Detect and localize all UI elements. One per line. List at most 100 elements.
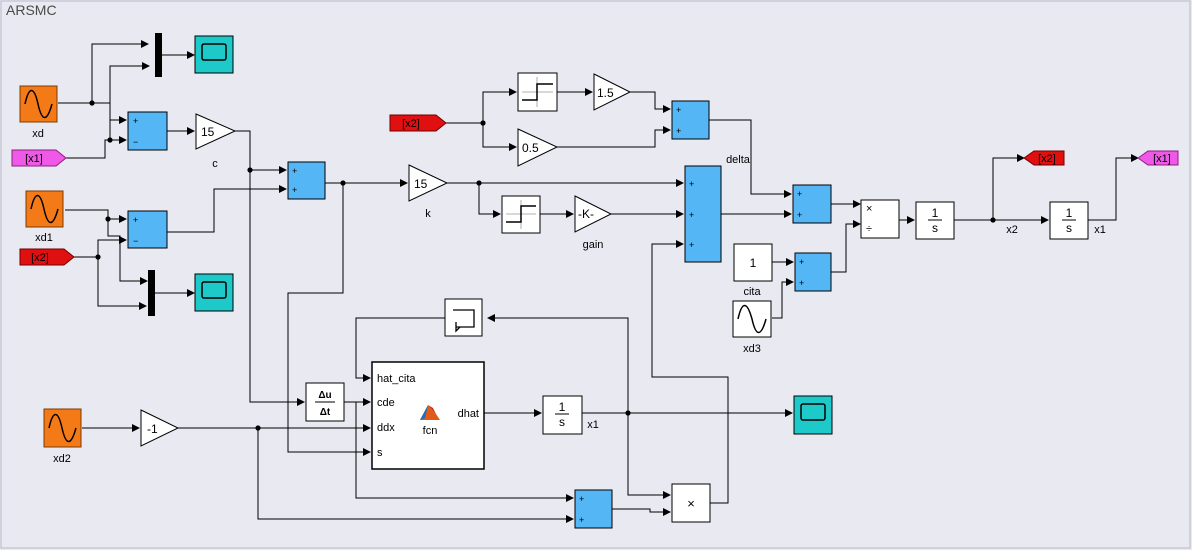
fcn-port-dhat: dhat — [458, 408, 479, 420]
fcn-port-cde: cde — [377, 397, 395, 409]
const-cita[interactable]: 1 — [733, 243, 773, 282]
label-xd1: xd1 — [35, 232, 53, 244]
from-tag-x2-top[interactable]: [x2] — [389, 114, 447, 132]
sum-delta[interactable]: + + — [671, 100, 710, 140]
gain-1-5[interactable]: 1.5 — [593, 73, 632, 111]
svg-text:+: + — [133, 116, 138, 126]
mux-1[interactable] — [155, 33, 162, 77]
svg-text:×: × — [687, 496, 695, 511]
fcn-name: fcn — [423, 425, 438, 437]
scope-1[interactable] — [194, 35, 234, 74]
from-tag-x2-left[interactable]: [x2] — [19, 248, 75, 266]
gain-c[interactable]: 15 — [195, 113, 237, 150]
label-xd: xd — [32, 128, 44, 140]
sign-block-top[interactable] — [517, 72, 558, 112]
label-xd2: xd2 — [53, 453, 71, 465]
svg-text:1.5: 1.5 — [597, 86, 614, 100]
label-gain: gain — [583, 239, 604, 251]
svg-text:[x2]: [x2] — [1038, 153, 1056, 165]
sum-6[interactable]: + + — [574, 489, 613, 529]
gain-k[interactable]: 15 — [408, 164, 449, 202]
scope-2[interactable] — [194, 273, 234, 312]
svg-text:s: s — [559, 415, 565, 429]
svg-text:+: + — [797, 189, 802, 199]
integrator-x1[interactable]: 1 s — [1049, 201, 1089, 240]
sine-source-xd[interactable] — [19, 85, 58, 123]
sum-1[interactable]: + − — [127, 111, 168, 151]
label-k: k — [425, 208, 431, 220]
sine-source-xd2[interactable] — [43, 408, 82, 448]
matlab-function-block[interactable]: hat_cita cde ddx s dhat fcn — [371, 361, 485, 470]
from-tag-x1[interactable]: [x1] — [11, 149, 67, 167]
svg-text:×: × — [866, 203, 872, 215]
svg-text:+: + — [797, 210, 802, 220]
svg-text:+: + — [689, 240, 694, 250]
svg-text:s: s — [932, 221, 938, 235]
svg-text:−: − — [133, 236, 138, 246]
sum-cita[interactable]: + + — [794, 252, 832, 292]
svg-text:+: + — [292, 185, 297, 195]
svg-text:+: + — [292, 166, 297, 176]
fcn-port-s: s — [377, 447, 383, 459]
sum-5[interactable]: + + — [792, 184, 832, 224]
svg-text:s: s — [1066, 221, 1072, 235]
sum-control[interactable]: + + + — [684, 165, 722, 263]
mux-2[interactable] — [148, 270, 155, 316]
const-0-5[interactable]: 0.5 — [517, 128, 559, 167]
derivative-block[interactable]: Δu Δt — [305, 382, 345, 422]
label-c: c — [212, 158, 218, 170]
svg-text:-K-: -K- — [578, 207, 594, 221]
model-title: ARSMC — [6, 2, 57, 18]
matlab-logo-icon — [420, 405, 440, 420]
sum-2[interactable]: + − — [127, 210, 168, 249]
svg-text:+: + — [676, 105, 681, 115]
svg-text:+: + — [689, 210, 694, 220]
svg-text:+: + — [799, 257, 804, 267]
product-block[interactable]: × — [671, 483, 711, 523]
svg-text:÷: ÷ — [866, 223, 872, 235]
scope-3[interactable] — [793, 395, 833, 435]
goto-tag-x2[interactable]: [x2] — [1023, 150, 1065, 166]
svg-text:0.5: 0.5 — [522, 141, 539, 155]
svg-text:+: + — [676, 126, 681, 136]
svg-text:15: 15 — [414, 177, 428, 191]
sum-s[interactable]: + + — [287, 161, 326, 200]
svg-text:[x1]: [x1] — [25, 153, 43, 165]
svg-text:[x2]: [x2] — [31, 252, 49, 264]
goto-tag-x1[interactable]: [x1] — [1137, 150, 1179, 166]
gain-gain[interactable]: -K- — [574, 195, 613, 233]
fcn-port-ddx: ddx — [377, 422, 395, 434]
integrator-dhat[interactable]: 1 s — [542, 395, 583, 435]
svg-text:[x1]: [x1] — [1153, 153, 1171, 165]
svg-text:+: + — [579, 494, 584, 504]
svg-text:+: + — [579, 515, 584, 525]
sine-source-xd3[interactable] — [732, 300, 772, 338]
svg-text:[x2]: [x2] — [402, 118, 420, 130]
svg-text:-1: -1 — [147, 422, 158, 436]
gain-neg1[interactable]: -1 — [140, 409, 180, 447]
junction-dots — [89, 100, 996, 431]
divide-block[interactable]: × ÷ — [860, 199, 900, 239]
label-cita: cita — [743, 286, 761, 298]
label-xd3: xd3 — [743, 343, 761, 355]
memory-block[interactable] — [444, 298, 483, 337]
svg-text:−: − — [133, 137, 138, 147]
svg-text:1: 1 — [932, 206, 939, 220]
svg-text:1: 1 — [559, 400, 566, 414]
svg-text:+: + — [133, 215, 138, 225]
integrator-x2[interactable]: 1 s — [915, 201, 955, 240]
label-delta: delta — [726, 154, 751, 166]
sine-source-xd1[interactable] — [25, 190, 64, 228]
fcn-port-hat-cita: hat_cita — [377, 373, 416, 385]
svg-text:+: + — [799, 278, 804, 288]
signal-lines — [58, 40, 1139, 523]
svg-text:1: 1 — [1066, 206, 1073, 220]
sign-block-mid[interactable] — [501, 195, 541, 234]
svg-text:15: 15 — [201, 125, 215, 139]
label-x2: x2 — [1006, 224, 1018, 236]
svg-text:Δu: Δu — [318, 390, 331, 401]
svg-text:Δt: Δt — [320, 407, 331, 418]
label-x1-dhat: x1 — [587, 419, 599, 431]
